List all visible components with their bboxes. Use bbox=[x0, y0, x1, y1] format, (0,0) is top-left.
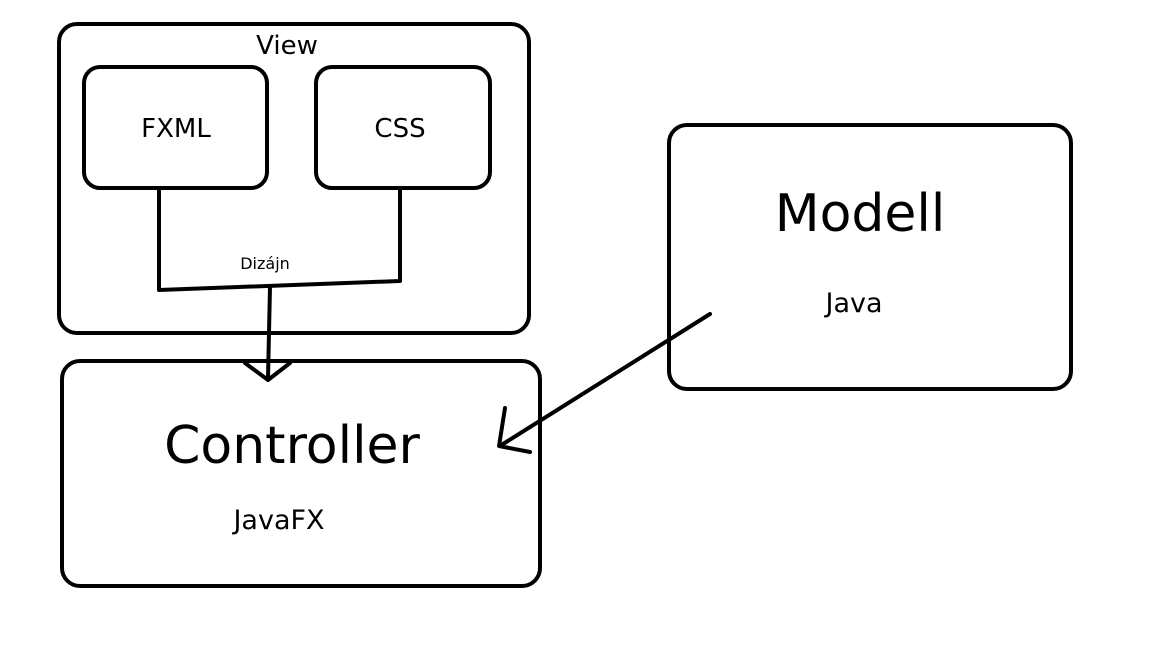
controller-subtitle: JavaFX bbox=[233, 505, 325, 536]
fxml-css-join-connector bbox=[157, 188, 402, 292]
modell-box bbox=[667, 123, 1073, 391]
design-label: Dizájn bbox=[240, 254, 290, 273]
controller-box bbox=[60, 359, 542, 588]
css-label: CSS bbox=[374, 114, 426, 144]
fxml-box bbox=[82, 65, 269, 190]
modell-to-controller-arrowhead bbox=[497, 406, 532, 454]
controller-title: Controller bbox=[164, 416, 420, 476]
css-box bbox=[314, 65, 492, 190]
modell-subtitle: Java bbox=[825, 288, 883, 319]
view-box bbox=[57, 22, 531, 335]
view-title: View bbox=[256, 31, 318, 61]
fxml-label: FXML bbox=[141, 114, 211, 144]
modell-to-controller-arrow bbox=[501, 312, 712, 446]
modell-title: Modell bbox=[774, 184, 946, 244]
view-to-controller-arrowhead bbox=[243, 361, 292, 382]
